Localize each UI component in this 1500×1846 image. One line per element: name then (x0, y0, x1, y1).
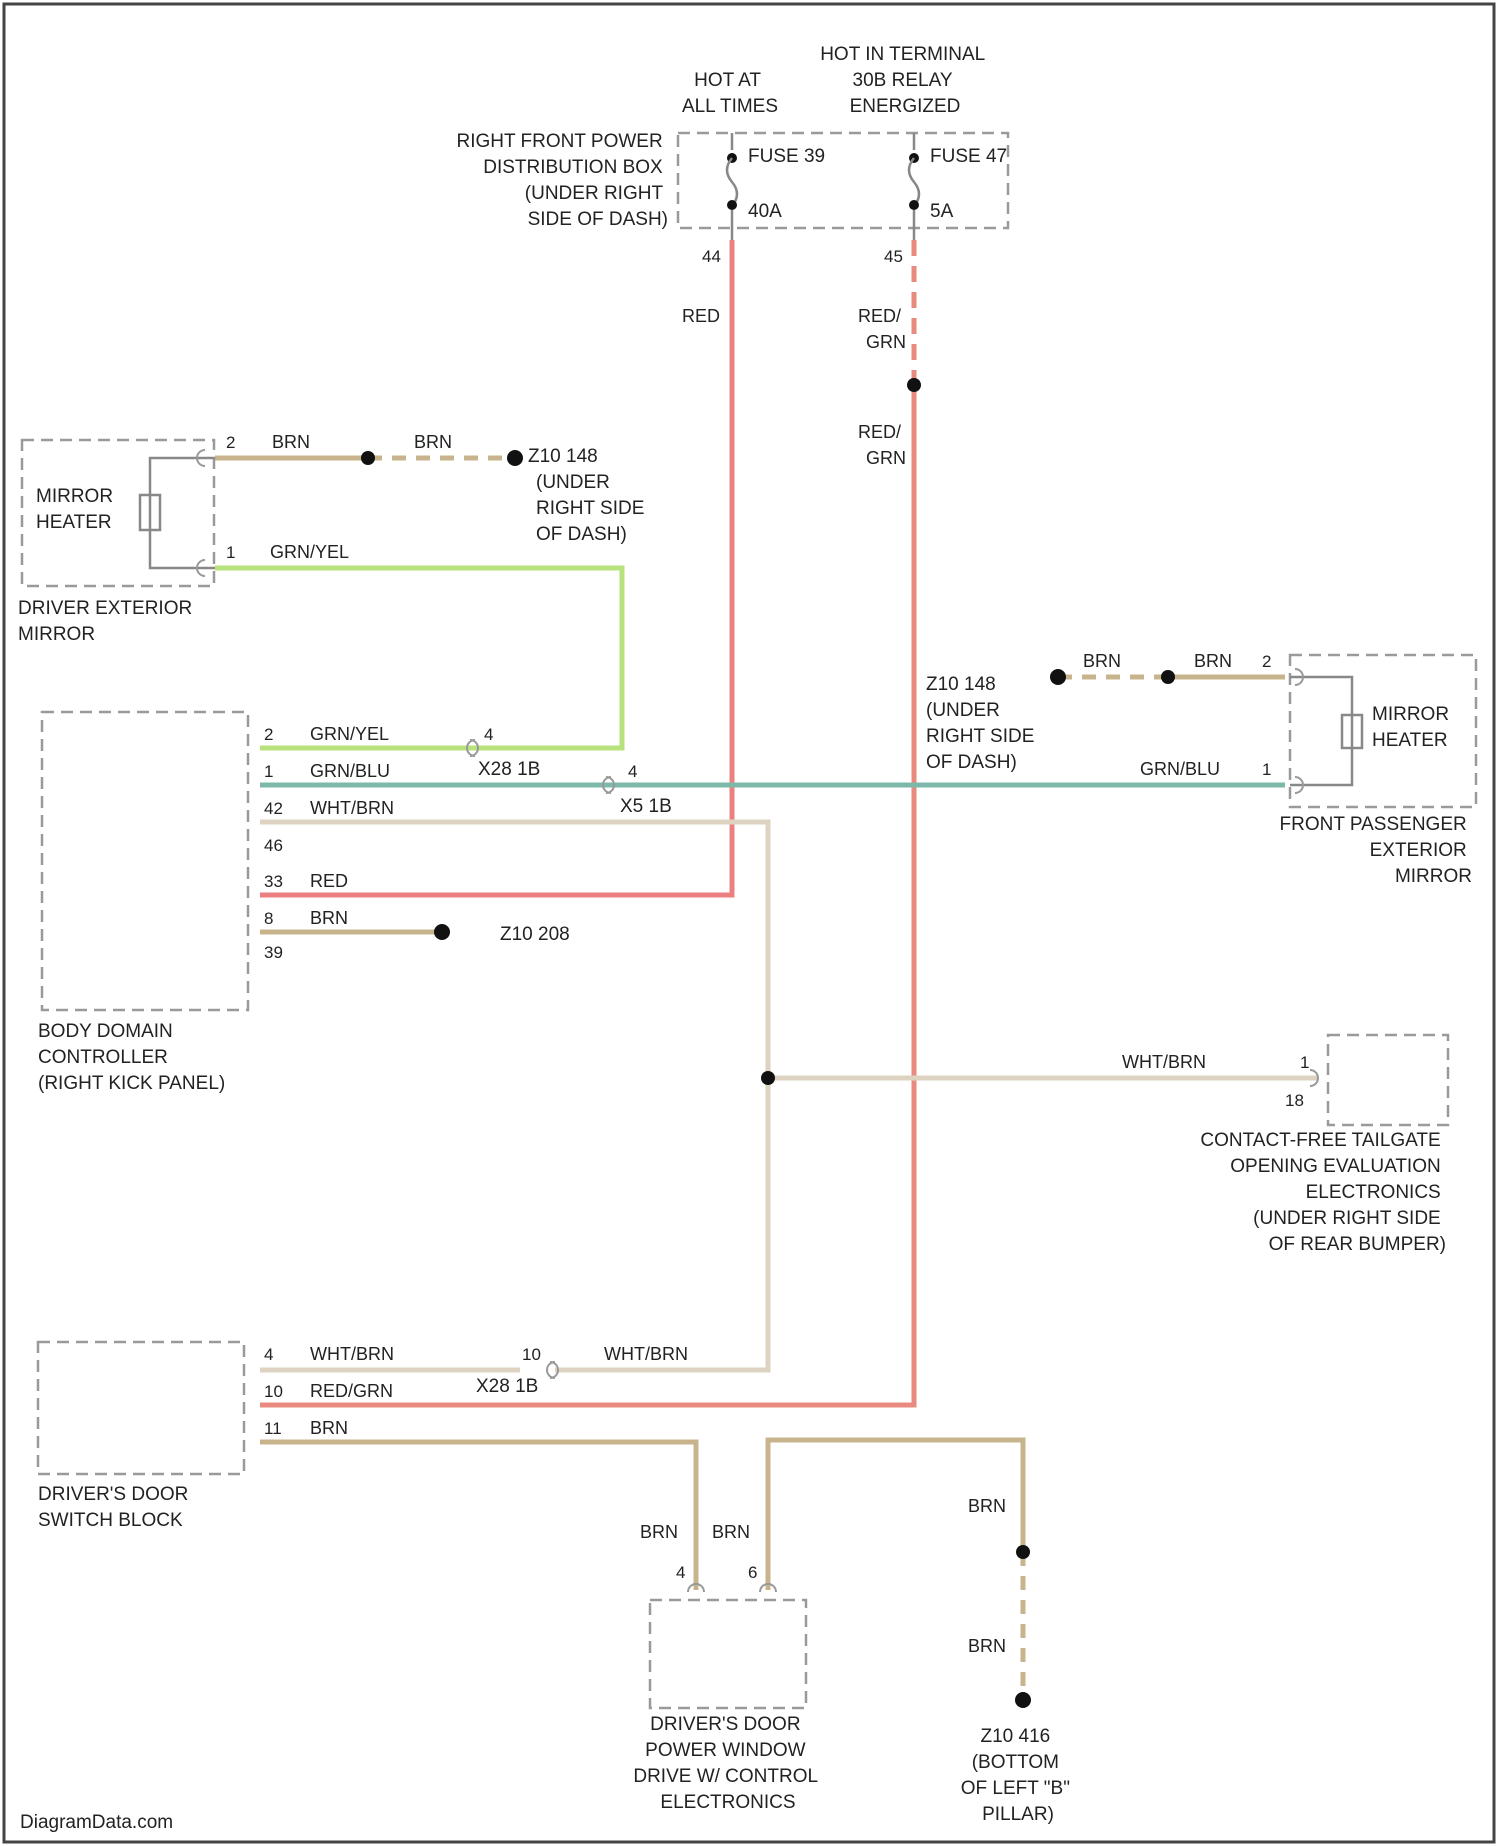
pin-x28-grnyel: 4 (484, 725, 493, 744)
wire-wht-brn-bdc-42 (260, 822, 768, 1370)
wire-label-brn-door: BRN (310, 1418, 348, 1438)
wire-label-brn-416-1: BRN (968, 1496, 1006, 1516)
fuse-39-pin: 44 (702, 247, 721, 266)
wire-label-brn-window-6: BRN (712, 1522, 750, 1542)
wire-label-wht-brn-bdc: WHT/BRN (310, 798, 394, 818)
body-domain-controller-box (42, 712, 248, 1010)
wire-label-wht-brn-door-1: WHT/BRN (310, 1344, 394, 1364)
door-pin-10: 10 (264, 1382, 283, 1401)
bdc-pin-1: 1 (264, 762, 273, 781)
power-box-label: RIGHT FRONT POWER DISTRIBUTION BOX (UNDE… (457, 131, 668, 230)
pin-right-mirror-1: 1 (1262, 760, 1271, 779)
left-mirror-heater-label: MIRROR HEATER (36, 486, 118, 533)
wire-label-brn-lm-1: BRN (272, 432, 310, 452)
wire-label-red-bdc: RED (310, 871, 348, 891)
passenger-mirror-label: FRONT PASSENGER EXTERIOR MIRROR (1280, 814, 1473, 887)
right-mirror-heater-label: MIRROR HEATER (1372, 704, 1454, 751)
wire-grn-yel (215, 568, 622, 748)
ground-z10-148-right: Z10 148 (UNDER RIGHT SIDE OF DASH) (926, 674, 1040, 773)
wire-label-red-grn-2: RED/ GRN (858, 422, 906, 468)
tailgate-electronics-box (1328, 1035, 1448, 1125)
connector-x28-2: X28 1B (476, 1376, 538, 1397)
fuse-47-rating: 5A (930, 201, 954, 222)
pin-x28-wht: 10 (522, 1345, 541, 1364)
pin-tailgate-18: 18 (1285, 1091, 1304, 1110)
bdc-pin-8: 8 (264, 909, 273, 928)
door-switch-label: DRIVER'S DOOR SWITCH BLOCK (38, 1484, 194, 1531)
watermark: DiagramData.com (20, 1812, 173, 1833)
wire-label-wht-brn-door-2: WHT/BRN (604, 1344, 688, 1364)
connector-x5: X5 1B (620, 796, 672, 817)
wire-label-red: RED (682, 306, 720, 326)
wire-label-red-grn-door: RED/GRN (310, 1381, 393, 1401)
left-mirror-heater-element (140, 458, 215, 568)
bdc-pin-39: 39 (264, 943, 283, 962)
bdc-pin-42: 42 (264, 799, 283, 818)
wire-label-brn-416-2: BRN (968, 1636, 1006, 1656)
door-pin-4: 4 (264, 1345, 273, 1364)
door-switch-block-box (38, 1342, 244, 1474)
window-drive-box (650, 1600, 806, 1708)
wire-label-grn-blu-rm: GRN/BLU (1140, 759, 1220, 779)
wire-label-brn-rm-1: BRN (1083, 651, 1121, 671)
fuse-47-pin: 45 (884, 247, 903, 266)
window-pin-4: 4 (676, 1563, 685, 1582)
wire-label-brn-lm-2: BRN (414, 432, 452, 452)
bdc-pin-46: 46 (264, 836, 283, 855)
window-pin-6: 6 (748, 1563, 757, 1582)
pin-left-mirror-2: 2 (226, 433, 235, 452)
fuse-39-name: FUSE 39 (748, 146, 825, 167)
pin-x5-grnblu: 4 (628, 762, 637, 781)
ground-z10-148-left: Z10 148 (UNDER RIGHT SIDE OF DASH) (528, 446, 650, 545)
pin-right-mirror-2: 2 (1262, 652, 1271, 671)
ground-z10-416: Z10 416 (BOTTOM OF LEFT "B" PILLAR) (961, 1726, 1076, 1825)
wire-label-brn-rm-2: BRN (1194, 651, 1232, 671)
connector-x28-1: X28 1B (478, 759, 540, 780)
window-drive-label: DRIVER'S DOOR POWER WINDOW DRIVE W/ CONT… (633, 1714, 822, 1813)
bdc-pin-2: 2 (264, 725, 273, 744)
wire-label-brn-window-4: BRN (640, 1522, 678, 1542)
bdc-pin-33: 33 (264, 872, 283, 891)
fuse-39-rating: 40A (748, 201, 782, 222)
pin-tailgate-1: 1 (1300, 1053, 1309, 1072)
ground-z10-208: Z10 208 (500, 924, 570, 945)
hot-in-relay-label: HOT IN TERMINAL 30B RELAY ENERGIZED (820, 44, 990, 117)
bdc-label: BODY DOMAIN CONTROLLER (RIGHT KICK PANEL… (38, 1021, 225, 1094)
tailgate-label: CONTACT-FREE TAILGATE OPENING EVALUATION… (1200, 1130, 1446, 1255)
wire-label-wht-brn-tailgate: WHT/BRN (1122, 1052, 1206, 1072)
wire-brn-door-11 (260, 1442, 696, 1590)
hot-at-all-times-label: HOT AT ALL TIMES (682, 70, 778, 117)
wire-label-grn-yel-bdc: GRN/YEL (310, 724, 389, 744)
wire-label-grn-yel-lm: GRN/YEL (270, 542, 349, 562)
right-mirror-heater-element (1290, 677, 1362, 785)
fuse-47-name: FUSE 47 (930, 146, 1007, 167)
pin-left-mirror-1: 1 (226, 543, 235, 562)
connector-markers (197, 450, 1318, 1592)
driver-mirror-label: DRIVER EXTERIOR MIRROR (18, 598, 197, 645)
door-pin-11: 11 (264, 1419, 282, 1438)
wire-label-grn-blu-bdc: GRN/BLU (310, 761, 390, 781)
wire-label-brn-bdc: BRN (310, 908, 348, 928)
wire-label-red-grn-1: RED/ GRN (858, 306, 906, 352)
